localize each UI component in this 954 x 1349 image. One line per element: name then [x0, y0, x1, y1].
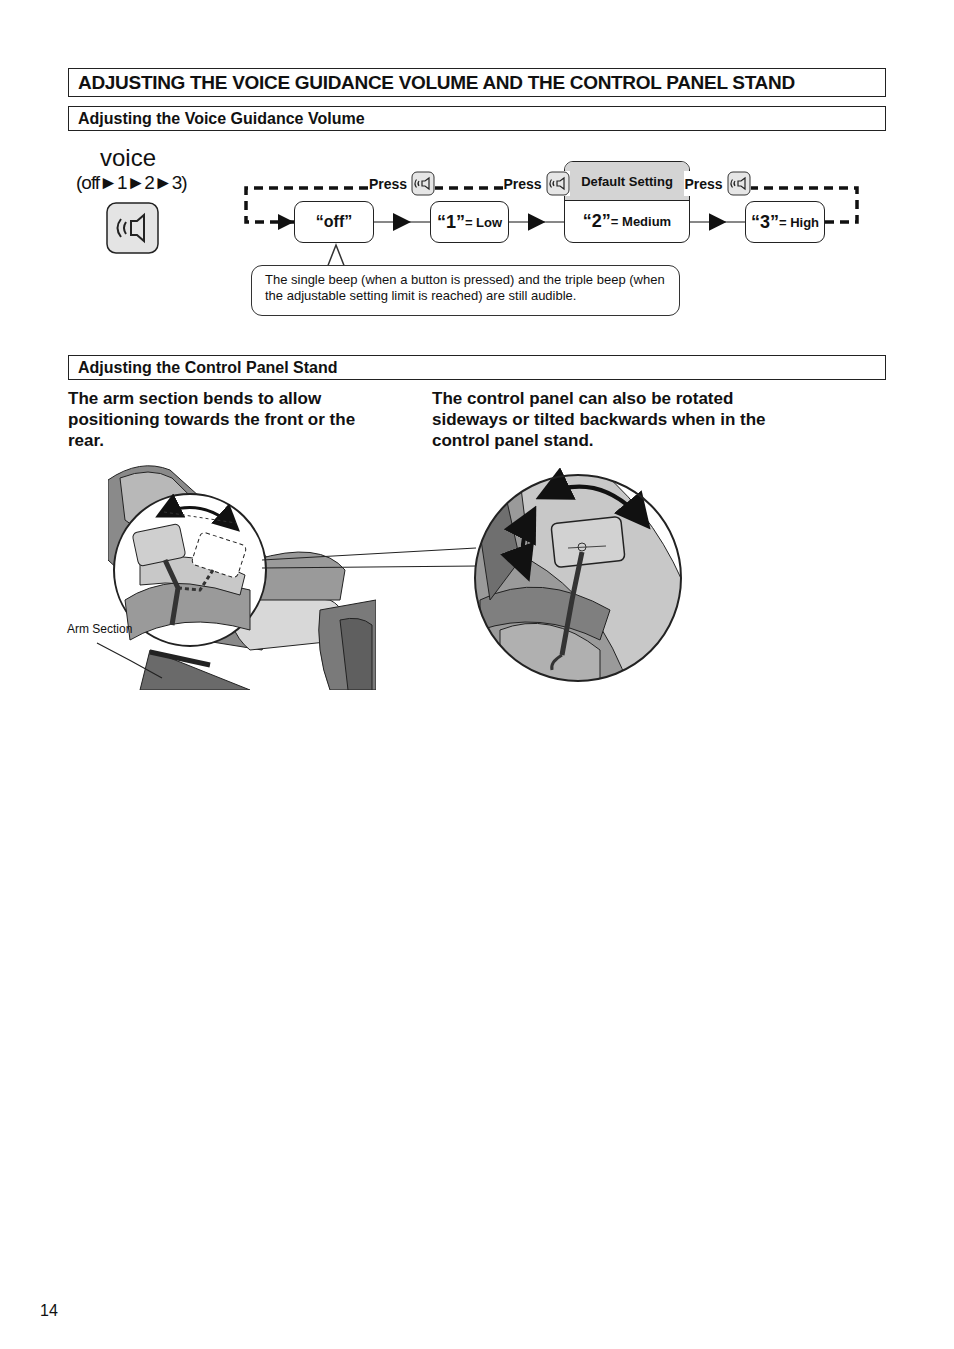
press-label: Press	[684, 171, 750, 196]
volume-step: “off”	[294, 201, 374, 243]
leader-line	[97, 643, 162, 678]
step-row: “off”	[295, 202, 373, 242]
volume-step: “1”= Low	[430, 201, 509, 243]
step-text: “2”	[583, 211, 611, 232]
massage-chair	[108, 466, 376, 690]
section-heading: Adjusting the Control Panel Stand	[68, 355, 886, 380]
page-title: ADJUSTING THE VOICE GUIDANCE VOLUME AND …	[78, 72, 795, 93]
default-band: Default Setting	[565, 162, 689, 201]
heading-text: Adjusting the Control Panel Stand	[78, 358, 876, 377]
page-number: 14	[40, 1302, 80, 1320]
voice-button	[107, 203, 158, 253]
press-label: Press	[503, 171, 569, 196]
voice-button-icon	[727, 171, 751, 196]
step-text: “off”	[316, 213, 352, 231]
step-row: “2”= Medium	[565, 201, 689, 242]
edge-label: Press	[684, 176, 722, 192]
edge-label: Press	[503, 176, 541, 192]
title-box: ADJUSTING THE VOICE GUIDANCE VOLUME AND …	[68, 68, 886, 97]
magnifier	[114, 494, 266, 646]
magnifier	[470, 470, 690, 690]
flow-arrow	[509, 222, 564, 223]
note-callout: The single beep (when a button is presse…	[251, 265, 680, 316]
flow-arrow	[374, 222, 430, 223]
step-row: “1”= Low	[431, 202, 508, 242]
leader-line	[262, 548, 478, 568]
instruction-text: The arm section bends to allow positioni…	[68, 388, 368, 451]
part-label: Arm Section	[67, 622, 167, 637]
note-text: The single beep (when a button is presse…	[265, 272, 666, 304]
step-text: = Medium	[611, 214, 671, 229]
volume-step: Default Setting “2”= Medium	[564, 161, 690, 243]
volume-step: “3”= High	[745, 201, 825, 243]
voice-button-icon	[411, 171, 435, 196]
voice-button-icon	[546, 171, 570, 196]
step-text: “1”	[437, 212, 465, 233]
button-name: voice	[100, 144, 190, 172]
edge-label: Press	[369, 176, 407, 192]
flow-arrow	[690, 222, 745, 223]
step-text: “3”	[751, 212, 779, 233]
default-label: Default Setting	[581, 174, 673, 189]
section-heading: Adjusting the Voice Guidance Volume	[68, 106, 886, 131]
step-row: “3”= High	[746, 202, 824, 242]
press-label: Press	[369, 171, 435, 196]
step-text: = Low	[465, 215, 502, 230]
instruction-text: The control panel can also be rotated si…	[432, 388, 767, 451]
heading-text: Adjusting the Voice Guidance Volume	[78, 109, 876, 128]
button-values: (off►1►2►3)	[76, 171, 206, 195]
step-text: = High	[779, 215, 819, 230]
